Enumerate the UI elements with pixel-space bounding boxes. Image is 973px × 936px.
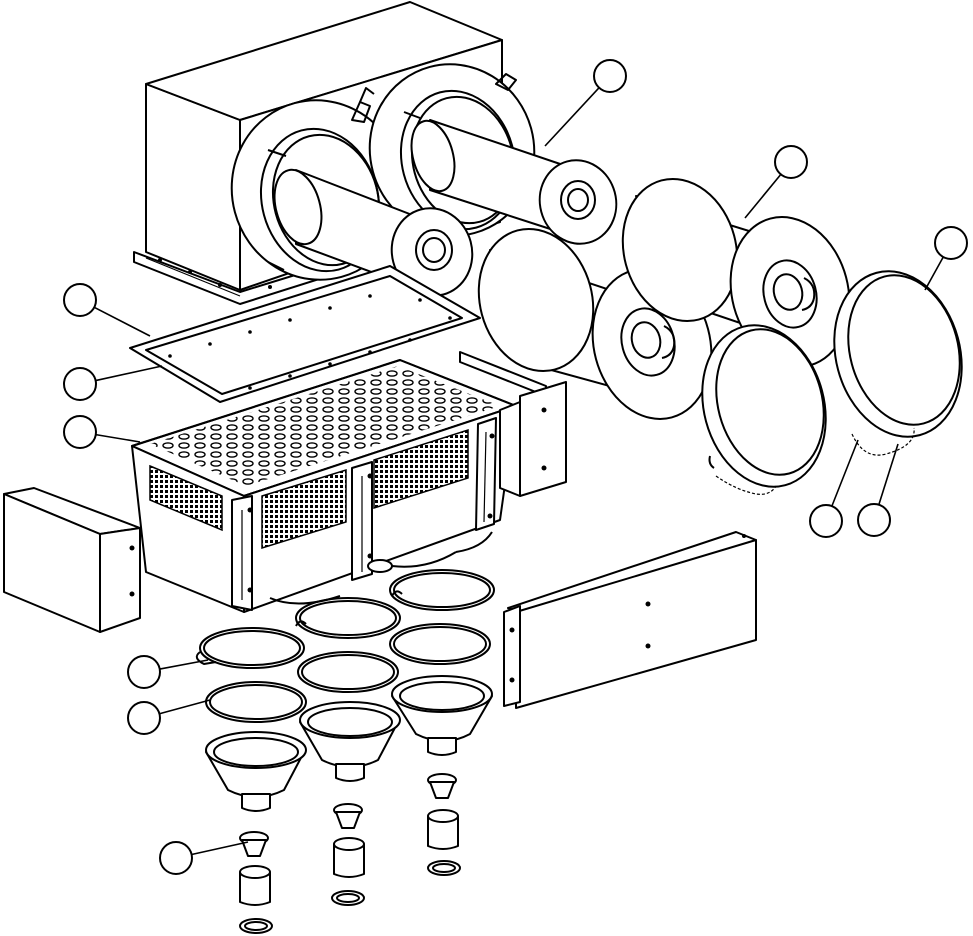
leader-line: [191, 841, 249, 856]
cover-panel-right: [503, 531, 757, 709]
inner-filter-element-right: [410, 119, 618, 245]
callout-circle: [63, 367, 97, 401]
callout-circle: [774, 145, 808, 179]
callout-circle: [127, 655, 161, 689]
callout-2: [744, 145, 808, 219]
leader-line: [159, 699, 211, 715]
leader-line: [744, 173, 782, 219]
callout-6: [63, 415, 141, 449]
inner-filter-element-left: [273, 168, 474, 297]
callout-circle: [593, 59, 627, 93]
callout-5: [63, 365, 163, 401]
leader-line: [93, 306, 151, 337]
gasket-rings: [205, 623, 491, 723]
callout-4: [63, 283, 151, 337]
callout-7: [809, 439, 859, 538]
gasket: [129, 265, 481, 403]
end-cover-right: [833, 270, 963, 456]
callout-circle: [63, 415, 97, 449]
clamp-rings: [195, 569, 495, 669]
leader-line: [831, 439, 859, 507]
callout-circle: [159, 841, 193, 875]
callout-9: [127, 655, 209, 689]
leader-line: [544, 87, 600, 147]
callout-balloons: [63, 59, 968, 875]
callout-circle: [857, 503, 891, 537]
outer-filter-element-center: [477, 227, 713, 420]
hose-clamps: [239, 860, 461, 934]
end-cover-left: [701, 324, 827, 495]
callout-circle: [809, 504, 843, 538]
leader-line: [159, 659, 209, 670]
dust-bowls: [205, 675, 493, 812]
leader-line: [95, 365, 163, 382]
leader-line: [924, 256, 944, 291]
bracket-left: [3, 487, 141, 633]
bracket-rear: [459, 351, 567, 497]
callout-3: [924, 226, 968, 291]
callout-10: [127, 699, 211, 735]
leader-line: [878, 443, 899, 505]
callout-8: [857, 443, 899, 537]
callout-circle: [934, 226, 968, 260]
callout-circle: [127, 701, 161, 735]
sleeves: [239, 809, 459, 906]
leader-line: [95, 433, 141, 443]
callout-11: [159, 841, 249, 875]
callout-1: [544, 59, 627, 147]
callout-circle: [63, 283, 97, 317]
dust-valves: [239, 773, 457, 857]
